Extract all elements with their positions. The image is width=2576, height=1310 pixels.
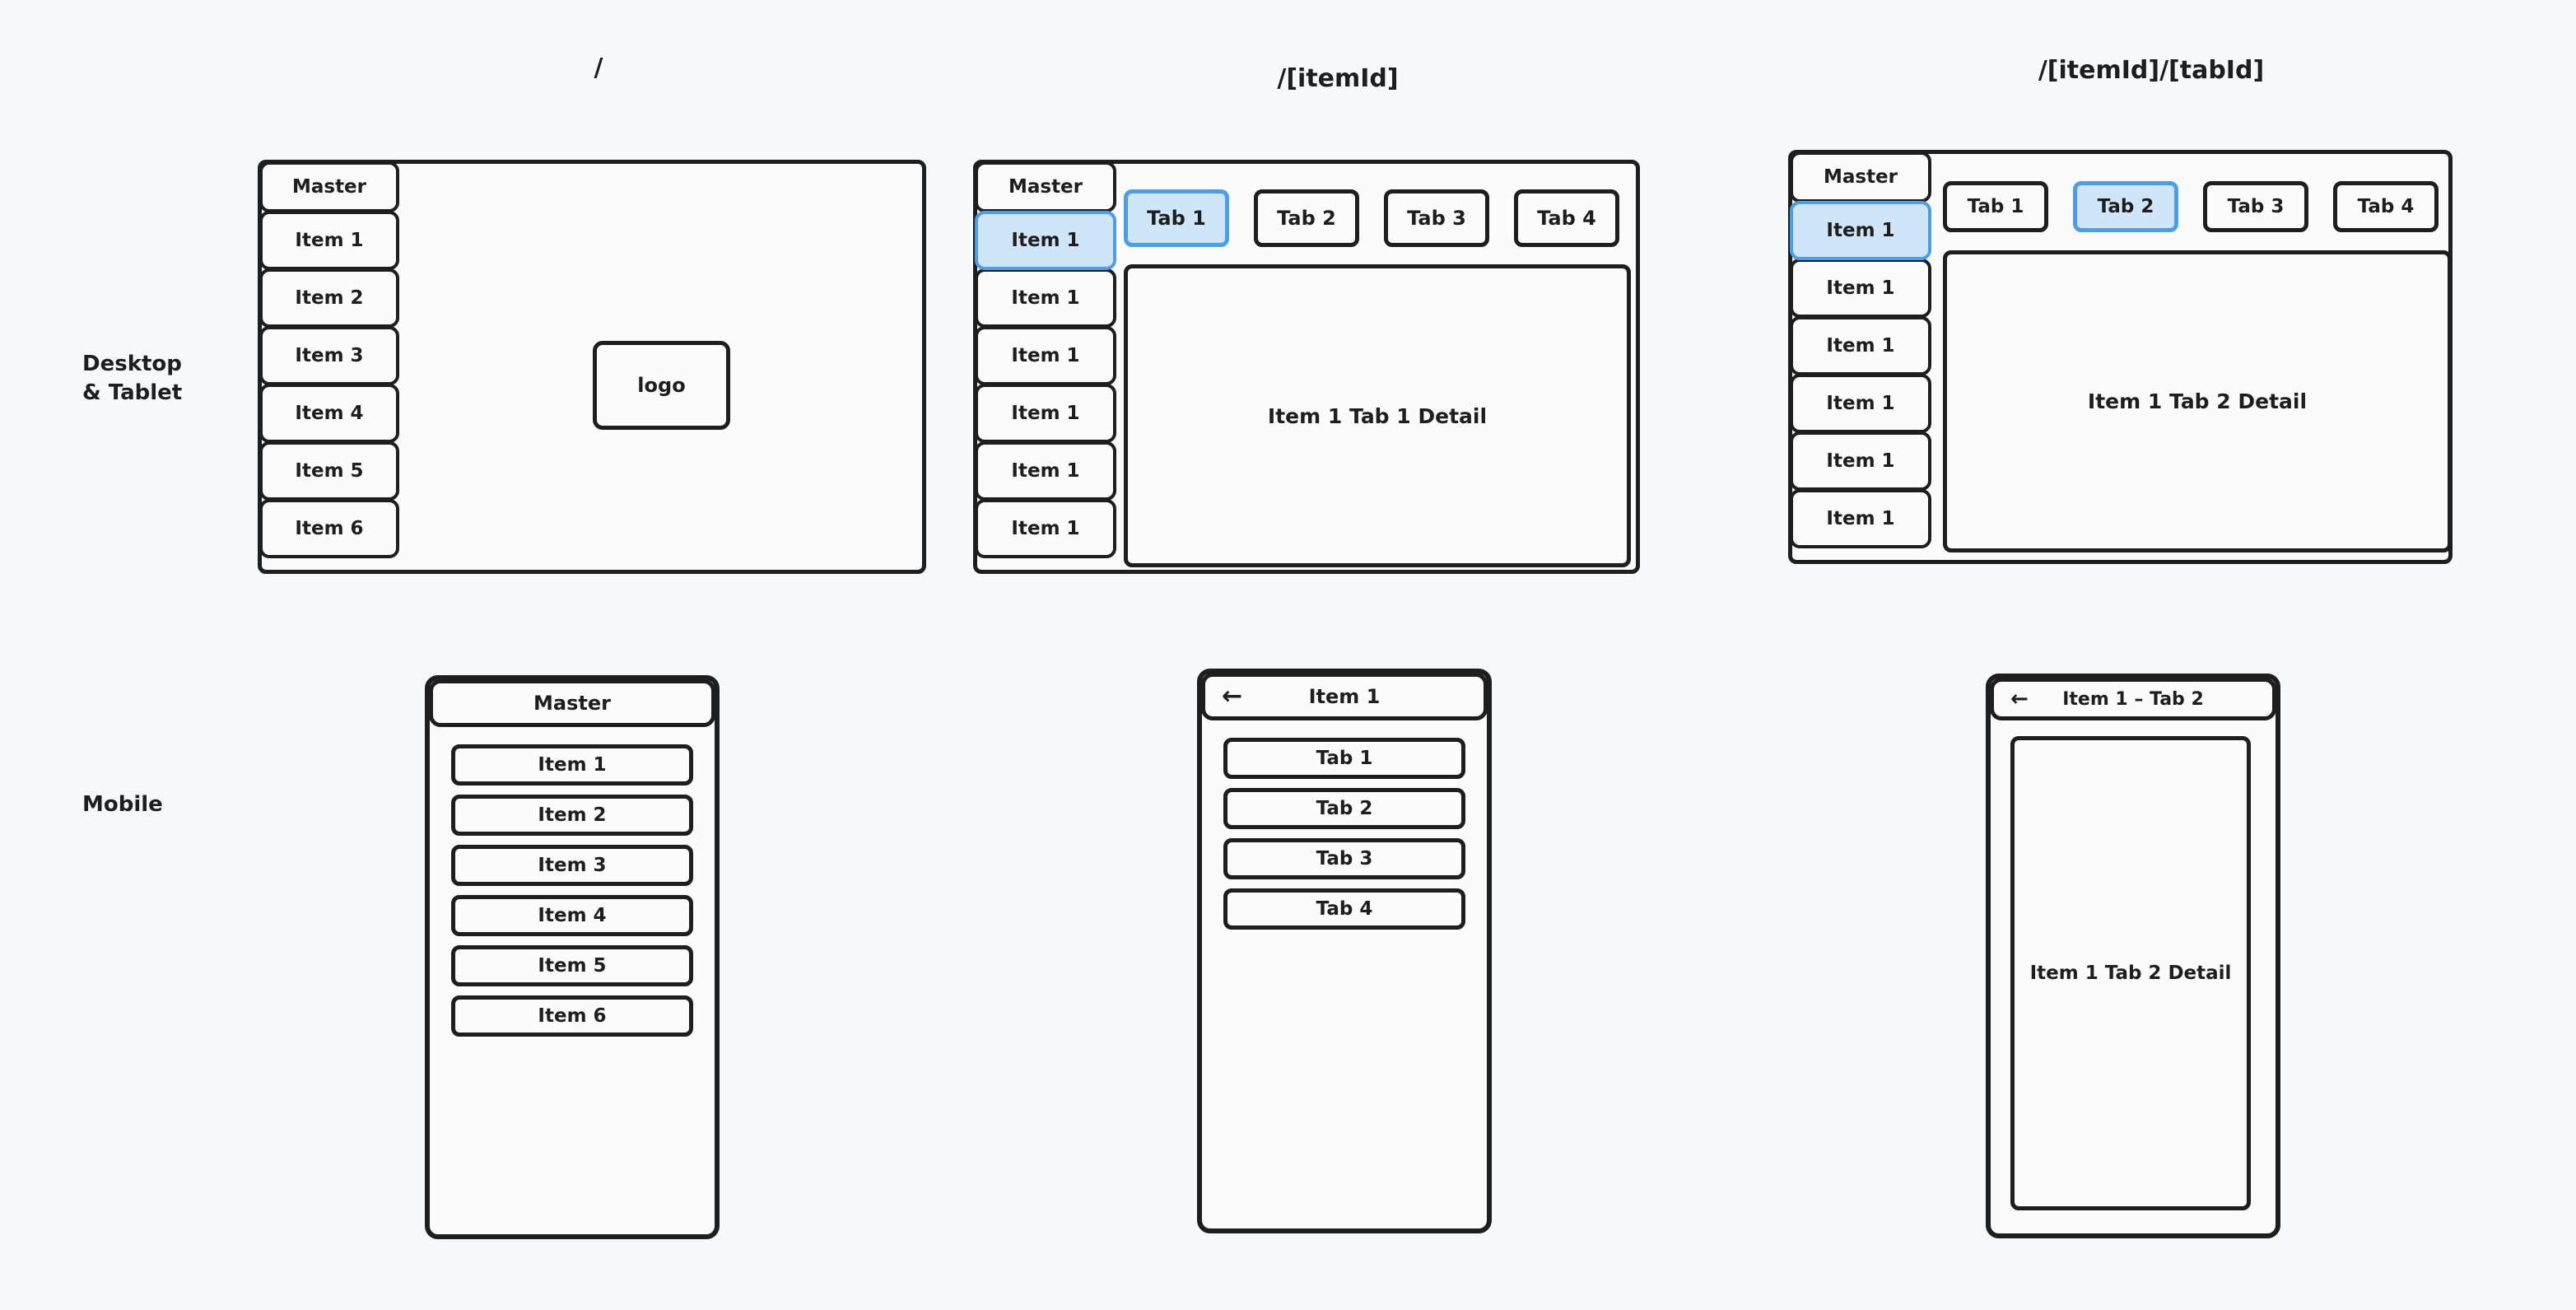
sidebar-item-tab: Master Item 1 Item 1 Item 1 Item 1 Item …	[1790, 152, 1931, 548]
row-label-desktop-line1: Desktop	[82, 352, 182, 376]
phone-detail-content: Item 1 Tab 2 Detail	[2010, 736, 2251, 1210]
tab-3[interactable]: Tab 3	[2203, 181, 2308, 232]
phone-item-title: Item 1	[1308, 685, 1381, 708]
phone-detail-header: ← Item 1 – Tab 2	[1990, 678, 2276, 720]
route-title-item: /[itemId]	[1277, 64, 1399, 93]
phone-item-header: ← Item 1	[1201, 673, 1488, 720]
tab-2[interactable]: Tab 2	[1254, 189, 1359, 247]
list-item-1[interactable]: Item 1	[451, 744, 693, 786]
back-arrow-icon[interactable]: ←	[2010, 687, 2029, 711]
tab-row-item-tab: Tab 1 Tab 2 Tab 3 Tab 4	[1943, 181, 2439, 232]
sidebar-header-master: Master	[975, 161, 1116, 212]
sidebar-header-master: Master	[259, 161, 399, 212]
phone-master: Master Item 1 Item 2 Item 3 Item 4 Item …	[425, 675, 720, 1239]
row-label-mobile: Mobile	[82, 792, 163, 817]
sidebar-item-3[interactable]: Item 1	[1790, 316, 1931, 375]
sidebar-item-6[interactable]: Item 1	[975, 499, 1116, 558]
desktop-panel-root: Master Item 1 Item 2 Item 3 Item 4 Item …	[258, 160, 926, 574]
sidebar-item-6[interactable]: Item 6	[259, 499, 399, 558]
desktop-panel-item: Tab 1 Tab 2 Tab 3 Tab 4 Item 1 Tab 1 Det…	[973, 160, 1640, 574]
tab-list-item-4[interactable]: Tab 4	[1223, 888, 1465, 930]
tab-row-item: Tab 1 Tab 2 Tab 3 Tab 4	[1124, 189, 1619, 247]
row-label-desktop-line2: & Tablet	[82, 380, 183, 405]
phone-master-list: Item 1 Item 2 Item 3 Item 4 Item 5 Item …	[430, 744, 715, 1037]
phone-master-title: Master	[533, 692, 611, 715]
sidebar-item-1[interactable]: Item 1	[975, 211, 1116, 270]
sidebar-item-5[interactable]: Item 1	[1790, 431, 1931, 491]
sidebar-item-4[interactable]: Item 4	[259, 384, 399, 443]
detail-panel-item-tab: Item 1 Tab 2 Detail	[1943, 250, 2452, 552]
sidebar-item-5[interactable]: Item 5	[259, 441, 399, 501]
sidebar-item: Master Item 1 Item 1 Item 1 Item 1 Item …	[975, 161, 1116, 558]
phone-detail-title: Item 1 – Tab 2	[2062, 688, 2204, 710]
sidebar-root: Master Item 1 Item 2 Item 3 Item 4 Item …	[259, 161, 399, 558]
list-item-2[interactable]: Item 2	[451, 795, 693, 836]
sidebar-item-5[interactable]: Item 1	[975, 441, 1116, 501]
sidebar-item-2[interactable]: Item 1	[1790, 259, 1931, 318]
tab-4[interactable]: Tab 4	[1514, 189, 1619, 247]
sidebar-item-1[interactable]: Item 1	[259, 211, 399, 270]
tab-list-item-2[interactable]: Tab 2	[1223, 788, 1465, 829]
phone-master-header: Master	[429, 679, 715, 727]
sidebar-item-2[interactable]: Item 1	[975, 268, 1116, 328]
list-item-4[interactable]: Item 4	[451, 895, 693, 936]
tab-list-item-3[interactable]: Tab 3	[1223, 838, 1465, 879]
sidebar-item-1[interactable]: Item 1	[1790, 201, 1931, 260]
sidebar-item-2[interactable]: Item 2	[259, 268, 399, 328]
tab-1[interactable]: Tab 1	[1943, 181, 2048, 232]
back-arrow-icon[interactable]: ←	[1222, 682, 1243, 711]
desktop-panel-item-tab: Tab 1 Tab 2 Tab 3 Tab 4 Item 1 Tab 2 Det…	[1788, 150, 2453, 564]
route-title-item-tab: /[itemId]/[tabId]	[2038, 56, 2265, 85]
tab-1[interactable]: Tab 1	[1124, 189, 1229, 247]
tab-4[interactable]: Tab 4	[2333, 181, 2439, 232]
tab-2[interactable]: Tab 2	[2073, 181, 2178, 232]
sidebar-header-master: Master	[1790, 152, 1931, 203]
list-item-3[interactable]: Item 3	[451, 845, 693, 886]
sidebar-item-4[interactable]: Item 1	[1790, 374, 1931, 433]
phone-detail: ← Item 1 – Tab 2 Item 1 Tab 2 Detail	[1986, 674, 2280, 1238]
list-item-6[interactable]: Item 6	[451, 995, 693, 1037]
sidebar-item-3[interactable]: Item 1	[975, 326, 1116, 385]
list-item-5[interactable]: Item 5	[451, 945, 693, 986]
row-label-desktop: Desktop & Tablet	[82, 350, 263, 408]
sidebar-item-4[interactable]: Item 1	[975, 384, 1116, 443]
logo-placeholder: logo	[593, 341, 730, 430]
detail-panel-item: Item 1 Tab 1 Detail	[1124, 264, 1631, 567]
route-title-root: /	[594, 54, 603, 82]
tab-3[interactable]: Tab 3	[1384, 189, 1489, 247]
phone-item: ← Item 1 Tab 1 Tab 2 Tab 3 Tab 4	[1197, 669, 1492, 1233]
phone-item-tab-list: Tab 1 Tab 2 Tab 3 Tab 4	[1202, 738, 1487, 930]
tab-list-item-1[interactable]: Tab 1	[1223, 738, 1465, 779]
sidebar-item-6[interactable]: Item 1	[1790, 489, 1931, 548]
sidebar-item-3[interactable]: Item 3	[259, 326, 399, 385]
